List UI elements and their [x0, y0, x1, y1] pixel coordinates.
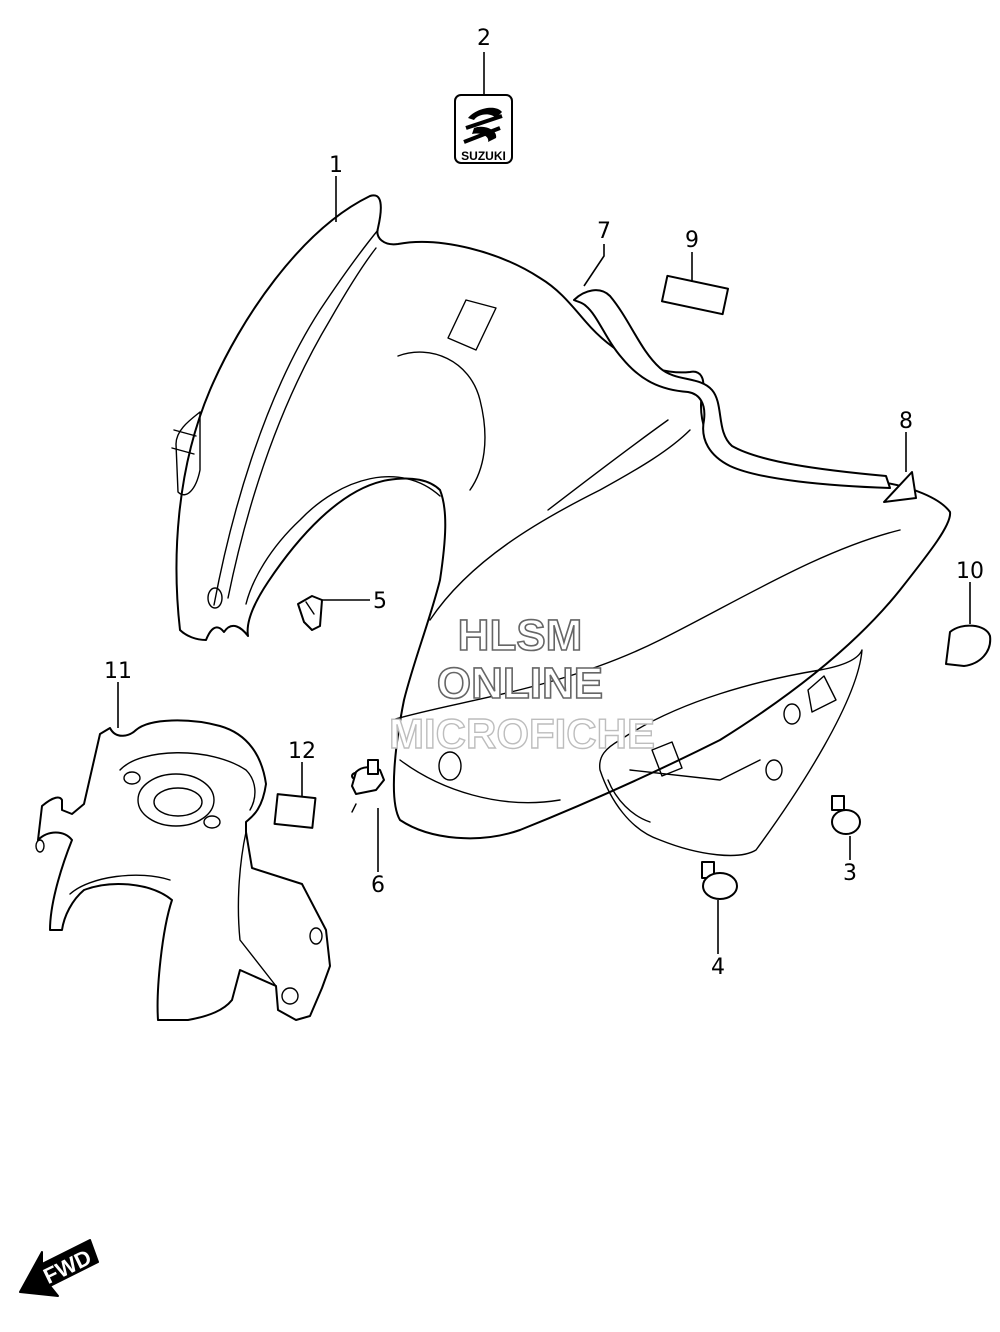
- clip-nut-part-5: [297, 595, 323, 631]
- rivet-part-6: [351, 759, 385, 813]
- label-part-12: [273, 793, 317, 829]
- callout-1: 1: [329, 153, 343, 178]
- callout-7: 7: [597, 219, 611, 244]
- trim-strip-part: [573, 289, 891, 489]
- fwd-arrow-icon: FWD: [19, 1239, 99, 1297]
- watermark-line-3: MICROFICHE: [389, 710, 655, 757]
- leader-lines: [117, 52, 971, 954]
- callout-12: 12: [288, 739, 316, 764]
- cushion-part-8: [883, 471, 917, 503]
- callout-10: 10: [956, 559, 984, 584]
- callout-3: 3: [843, 861, 857, 886]
- watermark-line-1: HLSM: [458, 611, 583, 660]
- callout-11: 11: [104, 659, 132, 684]
- suzuki-emblem: SUZUKI: [454, 94, 513, 164]
- callout-5: 5: [373, 589, 387, 614]
- label-part-9: [660, 274, 730, 316]
- callout-2: 2: [477, 26, 491, 51]
- watermark-line-2: ONLINE: [437, 659, 603, 708]
- front-cover-part: [171, 194, 952, 857]
- emblem-text: SUZUKI: [461, 149, 506, 163]
- watermark: HLSM ONLINE MICROFICHE: [388, 610, 655, 758]
- callout-4: 4: [711, 955, 725, 980]
- callouts: 2 1 7 9 8 10 5 11 12 6 3 4: [104, 26, 984, 980]
- callout-8: 8: [899, 409, 913, 434]
- callout-9: 9: [685, 228, 699, 253]
- callout-6: 6: [371, 873, 385, 898]
- screw-part-4: [701, 861, 738, 900]
- cap-part-10: [945, 624, 992, 667]
- inner-cover-part-11: [35, 719, 331, 1021]
- screw-part-3: [831, 795, 861, 835]
